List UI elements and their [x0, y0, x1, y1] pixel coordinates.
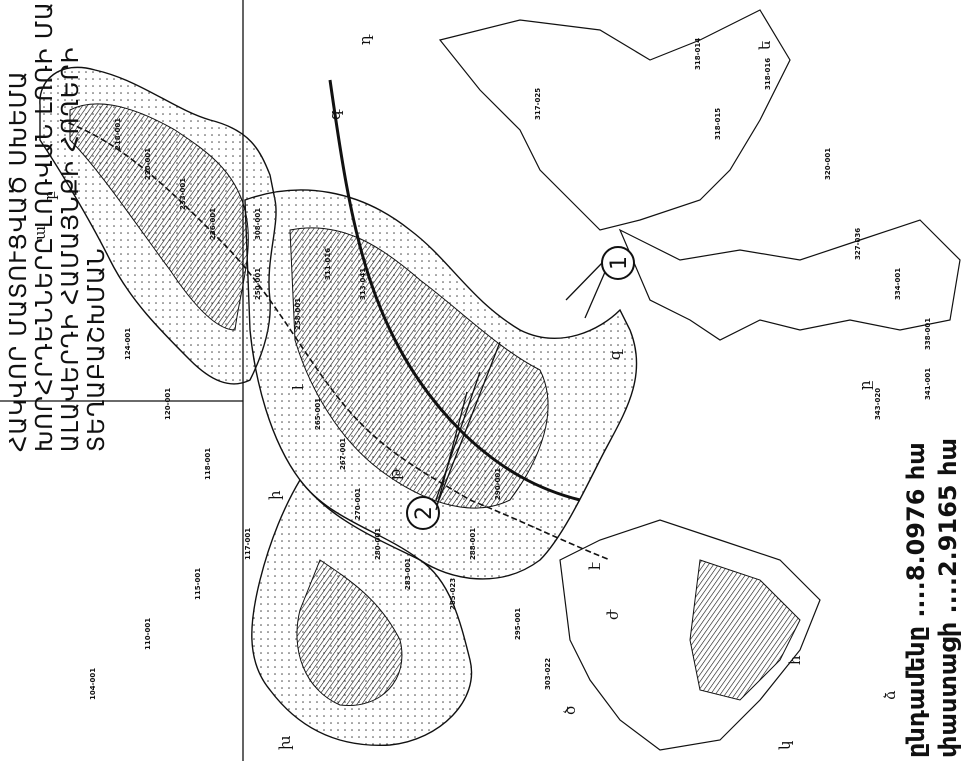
parcel-code-label: 233-001	[179, 178, 187, 210]
letter-label: ծ	[561, 706, 579, 715]
parcel-outline-southeast	[559, 519, 821, 751]
marker-1-number: 1	[607, 256, 632, 270]
marker-2-number: 2	[412, 506, 437, 520]
marker-1-leader-2	[584, 271, 606, 319]
parcel-code-label: 318-016	[764, 58, 772, 90]
letter-label: է	[586, 562, 604, 570]
letter-label: ձ	[881, 690, 899, 700]
parcel-code-label: 334-001	[894, 268, 902, 300]
parcel-code-label: 341-001	[924, 368, 932, 400]
parcel-code-label: 280-001	[374, 528, 382, 560]
marker-2-leader-3	[435, 391, 468, 511]
parcel-code-label: 118-001	[204, 448, 212, 480]
letter-label: ժ	[604, 609, 622, 620]
settlement-hatch-central	[289, 227, 549, 509]
parcel-code-label: 343-020	[874, 388, 882, 420]
letter-label: ա	[31, 226, 49, 240]
parcel-code-label: 320-001	[824, 148, 832, 180]
map-title-line3: ԱԼԱՎԵՐԴԻ ՀԱՄԱՅՆՔԻ ՀՈՂԵՐԻ	[58, 46, 84, 453]
parcel-code-label: 236-001	[209, 208, 217, 240]
parcel-code-label: 283-001	[404, 558, 412, 590]
parcel-code-label: 115-001	[194, 568, 202, 600]
parcel-code-label: 120-001	[164, 388, 172, 420]
river	[59, 119, 611, 561]
letter-labels: ա բ գ դ ե զ է ը թ ժ ի լ խ ծ կ հ ձ	[31, 34, 899, 750]
letter-label: գ	[326, 109, 344, 120]
parcel-code-label: 265-001	[314, 398, 322, 430]
letter-label: թ	[386, 467, 404, 480]
parcel-code-label: 124-001	[124, 328, 132, 360]
settlement-hatch-south	[296, 559, 403, 707]
parcel-code-label: 270-001	[354, 488, 362, 520]
parcel-code-label: 288-001	[469, 528, 477, 560]
parcel-code-label: 285-023	[449, 578, 457, 610]
map-title-line1: ՀԱԿՎՈՐ ՄԱՏՈՒՑՎԱԾ ՍԽԵՄԱ	[6, 70, 32, 452]
letter-label: հ	[786, 655, 804, 665]
marker-2-leader	[435, 371, 481, 501]
parcel-code-label: 308-001	[254, 208, 262, 240]
parcel-outline-east	[618, 219, 961, 341]
parcel-code-label: 295-001	[514, 608, 522, 640]
map-title-line2: ԽՈՐՀՐԴԵՆՆԵՐԸ ԼՈՌՎԱՆ ԼՈՌԻ ՄԱՐԶԻ	[32, 0, 58, 452]
parcel-code-label: 313-041	[359, 268, 367, 300]
letter-label: ի	[266, 490, 284, 500]
parcel-hatch-southeast	[689, 559, 801, 701]
parcel-code-label: 267-001	[339, 438, 347, 470]
letter-label: ը	[856, 380, 874, 390]
letter-label: լ	[286, 384, 304, 390]
main-road	[328, 79, 581, 502]
parcel-code-label: 117-001	[244, 528, 252, 560]
letter-label: կ	[776, 741, 794, 750]
marker-1: 1	[601, 246, 635, 280]
parcel-code-label: 220-001	[144, 148, 152, 180]
parcel-code-label: 258-001	[294, 298, 302, 330]
parcel-code-label: 338-001	[924, 318, 932, 350]
parcel-code-label: 104-001	[89, 668, 97, 700]
letter-label: դ	[356, 34, 374, 45]
parcel-code-label: 317-025	[534, 88, 542, 120]
parcel-code-label: 327-036	[854, 228, 862, 260]
map-title-line4: ՏԵՂԱԲԱՇԽՄԱՆ	[84, 247, 110, 452]
legend-total-area: ընդամենը ....8.0976 հա	[902, 442, 930, 758]
parcel-code-label: 318-015	[714, 108, 722, 140]
letter-label: ե	[756, 40, 774, 50]
parcel-code-label: 318-014	[694, 38, 702, 70]
marker-1-leader	[565, 262, 603, 301]
parcel-outline-west	[438, 9, 791, 231]
letter-label: զ	[606, 349, 624, 360]
parcel-code-label: 290-001	[494, 468, 502, 500]
marker-2-leader-2	[436, 341, 501, 506]
letter-label: բ	[41, 191, 59, 200]
parcel-code-label: 250-001	[254, 268, 262, 300]
parcel-code-labels: 218-001 220-001 233-001 236-001 250-001 258-0…	[89, 38, 932, 700]
marker-2: 2	[406, 496, 440, 530]
parcel-code-label: 311-016	[324, 248, 332, 280]
parcel-code-label: 110-001	[144, 618, 152, 650]
parcel-code-label: 303-022	[544, 658, 552, 690]
letter-label: խ	[276, 735, 294, 750]
legend-actual-area: փաստացի ....2.9165 հա	[934, 438, 962, 758]
settlement-hatch-north	[69, 103, 249, 331]
marker-2-circle	[406, 496, 440, 530]
parcel-code-label: 218-001	[114, 118, 122, 150]
